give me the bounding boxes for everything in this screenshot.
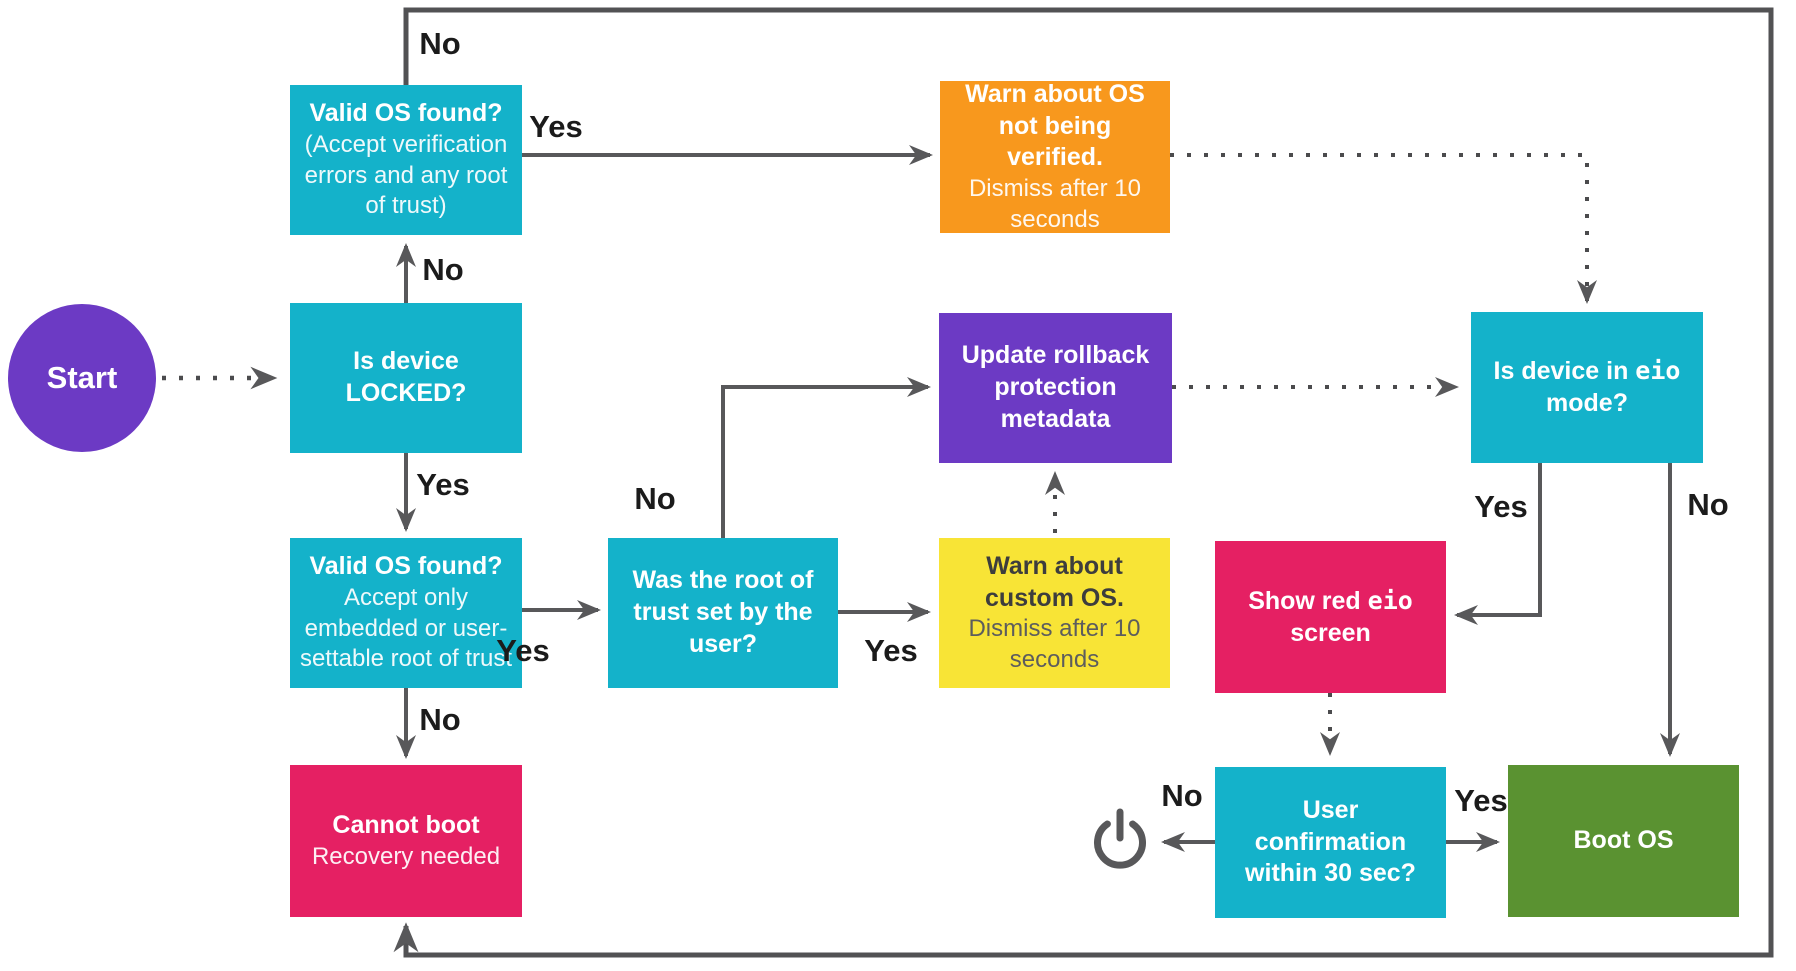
node-subtitle: Dismiss after 10 seconds — [968, 615, 1141, 673]
node-title-text: Show red — [1248, 586, 1368, 615]
edge-eio-yes-line — [1454, 463, 1542, 625]
node-title: Warn about custom OS. — [985, 551, 1124, 612]
node-root-of-trust-user: Was the root of trust set by the user? — [608, 538, 838, 688]
node-title-text: Is device in — [1493, 357, 1636, 386]
edge-label-yes: Yes — [864, 633, 918, 668]
node-warn-custom-os: Warn about custom OS. Dismiss after 10 s… — [939, 538, 1170, 688]
edge-label-no: No — [422, 252, 464, 287]
node-valid-os-unlocked: Valid OS found? Accept only embedded or … — [290, 538, 522, 688]
node-title: Valid OS found? — [309, 552, 503, 581]
eio-mono-text: eio — [1635, 356, 1681, 386]
edge-label-yes: Yes — [1454, 783, 1508, 818]
node-title-text: screen — [1290, 618, 1371, 647]
edge-warnnotverified-eio-line — [1170, 153, 1597, 304]
node-warn-os-not-verified: Warn about OS not being verified. Dismis… — [940, 79, 1170, 233]
edge-rootoftrust-no-line — [721, 377, 931, 538]
node-title: Update rollback protection metadata — [961, 341, 1150, 433]
edge-label-yes: Yes — [1474, 489, 1528, 524]
node-subtitle: (Accept verification errors and any root… — [304, 131, 508, 220]
edge-lockedvalidos-no-loop-line — [393, 7, 1774, 958]
node-boot-os: Boot OS — [1508, 765, 1739, 917]
node-title: Show red eio screen — [1223, 585, 1438, 650]
node-title: Valid OS found? — [309, 99, 503, 128]
node-show-red-eio: Show red eio screen — [1215, 541, 1446, 693]
start-label: Start — [46, 360, 118, 395]
edge-label-no: No — [634, 481, 676, 516]
node-subtitle: Recovery needed — [311, 842, 501, 870]
eio-mono-text: eio — [1367, 585, 1413, 615]
edge-label-no: No — [1687, 487, 1729, 522]
node-subtitle: Dismiss after 10 seconds — [968, 175, 1142, 233]
edge-label-no: No — [419, 26, 461, 61]
node-is-device-eio: Is device in eio mode? — [1471, 312, 1703, 463]
edge-label-no: No — [419, 702, 461, 737]
node-title: Was the root of trust set by the user? — [632, 566, 814, 658]
node-user-confirmation: User confirmation within 30 sec? — [1215, 767, 1446, 918]
node-title: Cannot boot — [332, 810, 480, 839]
node-title: User confirmation within 30 sec? — [1245, 795, 1416, 888]
node-title: Is device LOCKED? — [345, 347, 467, 407]
start-node: Start — [8, 304, 156, 452]
node-update-rollback: Update rollback protection metadata — [939, 313, 1172, 463]
node-title: Is device in eio mode? — [1479, 355, 1695, 420]
node-title: Boot OS — [1573, 826, 1674, 855]
node-subtitle: Accept only embedded or user-settable ro… — [299, 584, 513, 673]
edge-label-yes: Yes — [496, 633, 550, 668]
power-icon — [1094, 808, 1146, 869]
edge-label-no: No — [1161, 778, 1203, 813]
edge-label-yes: Yes — [529, 109, 583, 144]
node-is-device-locked: Is device LOCKED? — [290, 303, 522, 453]
node-title: Warn about OS not being verified. — [965, 79, 1145, 172]
edge-label-yes: Yes — [416, 467, 470, 502]
node-title-text: mode? — [1546, 389, 1628, 417]
node-cannot-boot: Cannot boot Recovery needed — [290, 765, 522, 917]
node-valid-os-locked: Valid OS found? (Accept verification err… — [290, 85, 522, 235]
